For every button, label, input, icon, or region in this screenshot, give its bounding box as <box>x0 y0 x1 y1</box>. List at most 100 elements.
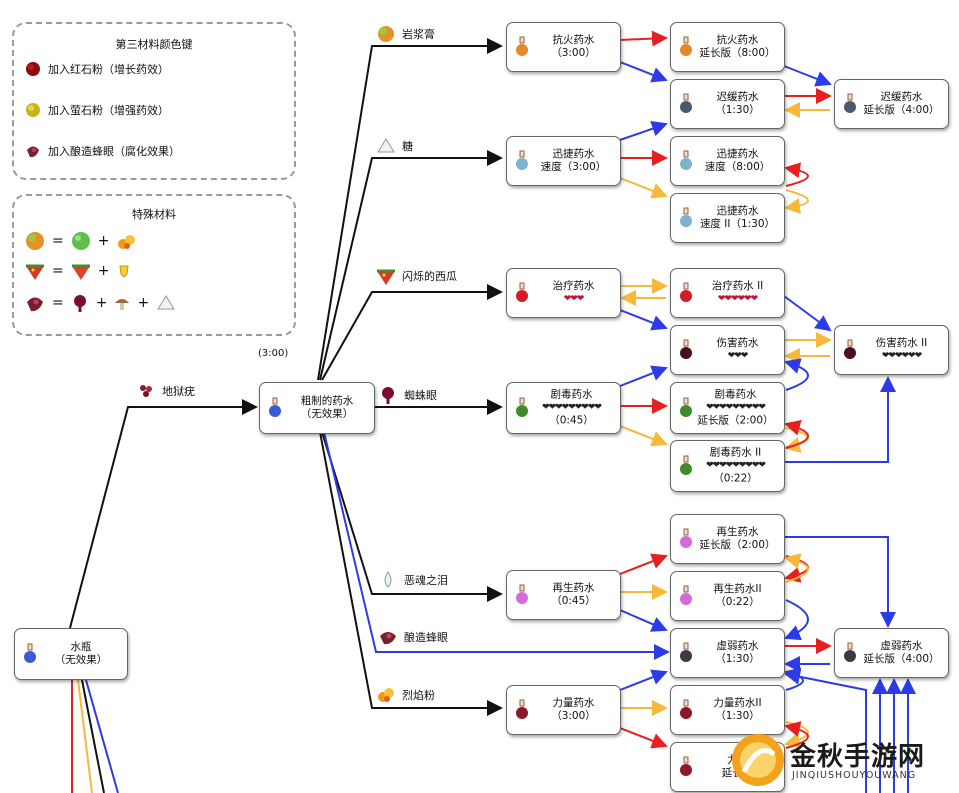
potion-fire-resistance[interactable]: 抗火药水（3:00） <box>506 22 621 72</box>
legend-label-fermented: 加入酿造蜂眼（腐化效果） <box>48 145 180 158</box>
potion-bottle-icon <box>680 528 692 548</box>
equals-sign: = <box>52 295 64 311</box>
potion-strength-ii[interactable]: 力量药水II（1:30） <box>670 685 785 735</box>
potion-harming-ii[interactable]: 伤害药水 II ❤❤❤❤❤❤ <box>834 325 949 375</box>
potion-fire-resistance-extended[interactable]: 抗火药水延长版（8:00） <box>670 22 785 72</box>
magma-cream-icon <box>378 26 394 42</box>
potion-name: 治疗药水 II <box>711 280 764 292</box>
timer-label: (3:00) <box>258 348 289 359</box>
potion-name: 水瓶 <box>70 641 92 653</box>
potion-swiftness-extended[interactable]: 迅捷药水速度（8:00） <box>670 136 785 186</box>
potion-detail: （1:30） <box>715 710 760 722</box>
recipe-glistering-melon: = + <box>24 260 133 282</box>
potion-water-bottle[interactable]: 水瓶（无效果） <box>14 628 128 680</box>
potion-regeneration[interactable]: 再生药水（0:45） <box>506 570 621 620</box>
heart-row: ❤❤❤❤❤❤❤❤❤ <box>542 402 602 413</box>
potion-slowness[interactable]: 迟缓药水（1:30） <box>670 79 785 129</box>
blaze-powder-icon <box>118 235 136 249</box>
potion-text: 再生药水（0:45） <box>531 582 616 608</box>
potion-bottle-icon <box>844 642 856 662</box>
legend-row-glowstone: 加入萤石粉（增强药效） <box>24 101 169 119</box>
potion-text: 虚弱药水延长版（4:00） <box>859 640 944 666</box>
ingredient-label: 恶魂之泪 <box>404 574 448 587</box>
legend-row-fermented: 加入酿造蜂眼（腐化效果） <box>24 142 180 160</box>
potion-weakness-extended[interactable]: 虚弱药水延长版（4:00） <box>834 628 949 678</box>
potion-name: 再生药水 <box>716 526 759 538</box>
special-ingredients-legend: 特殊材料 = + = + = + + <box>12 194 296 336</box>
potion-name: 剧毒药水 <box>714 388 757 401</box>
ingredient-label: 蜘蛛眼 <box>404 389 437 402</box>
potion-bottle-icon <box>680 93 692 113</box>
potion-text: 再生药水II（0:22） <box>695 583 780 609</box>
potion-name: 伤害药水 <box>716 337 759 349</box>
glistering-melon-icon <box>377 269 395 285</box>
potion-name: 力量药水II <box>713 697 762 709</box>
heart-row: ❤❤❤❤❤❤ <box>881 351 922 361</box>
ingredient-label: 烈焰粉 <box>402 689 435 702</box>
potion-regeneration-extended[interactable]: 再生药水延长版（2:00） <box>670 514 785 564</box>
plus-sign: + <box>137 295 150 311</box>
brown-mushroom-icon <box>115 299 130 310</box>
plus-sign: + <box>95 295 108 311</box>
ingredient-spider-eye: 蜘蛛眼 <box>378 385 437 405</box>
potion-name: 抗火药水 <box>552 34 595 46</box>
potion-swiftness-ii[interactable]: 迅捷药水速度 II（1:30） <box>670 193 785 243</box>
potion-detail: 延长版（4:00） <box>863 653 940 665</box>
potion-slowness-extended[interactable]: 迟缓药水延长版（4:00） <box>834 79 949 129</box>
potion-text: 抗火药水（3:00） <box>531 34 616 60</box>
ingredient-label: 地狱疣 <box>162 385 195 398</box>
potion-bottle-icon <box>24 643 36 663</box>
plus-sign: + <box>97 263 110 279</box>
potion-poison-ii[interactable]: 剧毒药水 II❤❤❤❤❤❤❤❤❤（0:22） <box>670 440 785 492</box>
potion-name: 剧毒药水 <box>550 388 593 401</box>
sugar-icon <box>157 295 176 310</box>
potion-detail: （0:45） <box>549 414 594 427</box>
potion-poison-extended[interactable]: 剧毒药水❤❤❤❤❤❤❤❤❤延长版（2:00） <box>670 382 785 434</box>
potion-swiftness[interactable]: 迅捷药水速度（3:00） <box>506 136 621 186</box>
fermented-spider-eye-icon <box>27 297 43 312</box>
ingredient-label: 岩浆膏 <box>402 28 435 41</box>
potion-text: 伤害药水 II ❤❤❤❤❤❤ <box>859 337 944 363</box>
potion-healing[interactable]: 治疗药水❤❤❤ <box>506 268 621 318</box>
potion-text: 力量药水II（1:30） <box>695 697 780 723</box>
modifier-legend: 第三材料颜色键 加入红石粉（增长药效） 加入萤石粉（增强药效） 加入酿造蜂眼（腐… <box>12 22 296 180</box>
potion-weakness[interactable]: 虚弱药水（1:30） <box>670 628 785 678</box>
potion-harming[interactable]: 伤害药水❤❤❤ <box>670 325 785 375</box>
watermark-subtitle: JINQIUSHOUYOUWANG <box>792 770 917 781</box>
fermented-spider-eye-icon <box>380 632 396 645</box>
equals-sign: = <box>52 263 64 279</box>
potion-bottle-icon <box>680 642 692 662</box>
ghast-tear-icon <box>384 571 392 588</box>
watermark-logo-icon <box>732 734 784 786</box>
ingredient-label: 糖 <box>402 140 413 153</box>
potion-bottle-icon <box>516 150 528 170</box>
watermark: 金秋手游网 JINQIUSHOUYOUWANG <box>730 732 955 790</box>
potion-bottle-icon <box>680 36 692 56</box>
potion-detail: （3:00） <box>551 47 596 59</box>
potion-name: 粗制的药水 <box>300 395 354 407</box>
potion-strength[interactable]: 力量药水（3:00） <box>506 685 621 735</box>
potion-text: 伤害药水❤❤❤ <box>695 337 780 363</box>
ingredient-ghast-tear: 恶魂之泪 <box>378 570 448 590</box>
potion-bottle-icon <box>680 699 692 719</box>
potion-detail: （无效果） <box>300 408 354 420</box>
potion-name: 伤害药水 II <box>875 337 928 349</box>
watermark-title: 金秋手游网 <box>790 742 926 772</box>
potion-bottle-icon <box>680 585 692 605</box>
potion-poison[interactable]: 剧毒药水❤❤❤❤❤❤❤❤❤（0:45） <box>506 382 621 434</box>
plus-sign: + <box>97 233 110 249</box>
ingredient-glistering-melon: 闪烁的西瓜 <box>376 266 457 286</box>
potion-regeneration-ii[interactable]: 再生药水II（0:22） <box>670 571 785 621</box>
legend-label-glowstone: 加入萤石粉（增强药效） <box>48 104 169 117</box>
potion-name: 再生药水II <box>713 583 762 595</box>
potion-awkward[interactable]: 粗制的药水（无效果） <box>259 382 375 434</box>
potion-name: 迅捷药水 <box>716 148 759 160</box>
potion-bottle-icon <box>516 397 528 417</box>
gold-nugget-icon <box>119 265 130 278</box>
potion-healing-ii[interactable]: 治疗药水 II❤❤❤❤❤❤ <box>670 268 785 318</box>
potion-detail: （0:22） <box>713 472 758 485</box>
ingredient-label: 酿造蜂眼 <box>404 631 448 644</box>
legend-row-redstone: 加入红石粉（增长药效） <box>24 60 169 78</box>
spider-eye-icon <box>73 295 86 312</box>
